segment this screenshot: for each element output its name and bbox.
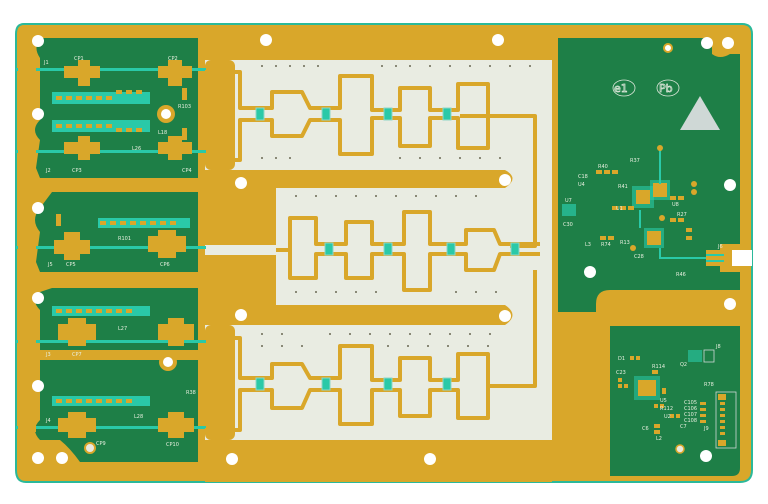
label-u1: U1 (616, 206, 623, 212)
label-u2: U2 (664, 414, 671, 420)
label-cp2: CP2 (168, 56, 178, 62)
label-c28: C28 (634, 254, 644, 260)
right-upper-module: e1 Pb C18 U4 U7 C30 R40 R37 R41 U1 U (558, 38, 740, 312)
label-r74: R74 (601, 242, 611, 248)
label-c105: C105 (684, 400, 697, 406)
esd-warning-icon (680, 96, 720, 130)
label-l26: L26 (132, 146, 141, 152)
label-j3: J3 (45, 352, 51, 358)
label-l28: L28 (134, 414, 143, 420)
via-dots (261, 65, 531, 347)
label-j8: J8 (715, 344, 721, 350)
label-c23: C23 (616, 370, 626, 376)
label-j2: J2 (45, 168, 51, 174)
label-r41: R41 (618, 184, 628, 190)
label-u4: U4 (578, 182, 585, 188)
label-r27: R27 (677, 212, 687, 218)
label-l2: L2 (656, 436, 662, 442)
label-j6: J6 (717, 244, 723, 250)
label-cp10: CP10 (166, 442, 179, 448)
label-c108: C108 (684, 418, 697, 424)
label-l27: L27 (118, 326, 127, 332)
rf-capacitors (255, 107, 520, 391)
label-r101: R101 (118, 236, 131, 242)
label-c18: C18 (578, 174, 588, 180)
label-cp9: CP9 (96, 441, 106, 447)
label-c106: C106 (684, 406, 697, 412)
label-r103: R103 (178, 104, 191, 110)
marking-pb: Pb (659, 82, 673, 95)
label-c107: C107 (684, 412, 697, 418)
label-j9: J9 (703, 426, 709, 432)
label-j1: J1 (43, 60, 49, 66)
label-c7: C7 (680, 424, 687, 430)
label-r13: R13 (620, 240, 630, 246)
label-cp1: CP1 (74, 56, 84, 62)
label-l3: L3 (585, 242, 591, 248)
label-j4: J4 (45, 418, 51, 424)
label-q2: Q2 (680, 362, 687, 368)
label-r112: R112 (660, 406, 673, 412)
label-r38: R38 (186, 390, 196, 396)
label-r78: R78 (704, 382, 714, 388)
label-u8: U8 (672, 202, 679, 208)
label-c6: C6 (642, 426, 649, 432)
label-r114: R114 (652, 364, 665, 370)
marking-e1: e1 (614, 82, 628, 95)
right-lower-module: D1 C23 R114 U5 R112 U2 C6 C7 L2 Q2 R78 J… (610, 326, 740, 476)
label-cp5: CP5 (66, 262, 76, 268)
label-c30: C30 (563, 222, 573, 228)
label-r46: R46 (676, 272, 686, 278)
label-u5: U5 (660, 398, 667, 404)
label-r40: R40 (598, 164, 608, 170)
label-r37: R37 (630, 158, 640, 164)
left-module-2: J5 CP5 CP6 R101 (16, 192, 206, 272)
filter-middle (276, 210, 540, 292)
label-cp3: CP3 (72, 168, 82, 174)
label-cp4: CP4 (182, 168, 192, 174)
left-module-4: L28 J4 CP9 CP10 R38 (16, 353, 206, 462)
label-d1: D1 (618, 356, 625, 362)
label-u7: U7 (565, 198, 572, 204)
label-cp7: CP7 (72, 352, 82, 358)
label-cp6: CP6 (160, 262, 170, 268)
left-module-3: L27 J3 CP7 (16, 288, 206, 358)
label-j5: J5 (47, 262, 53, 268)
filter-top (205, 70, 537, 248)
label-l18: L18 (158, 130, 167, 136)
mounting-holes (32, 34, 736, 465)
left-module-1: J1 CP1 CP2 R103 L18 L26 J2 CP3 CP4 (16, 38, 206, 178)
